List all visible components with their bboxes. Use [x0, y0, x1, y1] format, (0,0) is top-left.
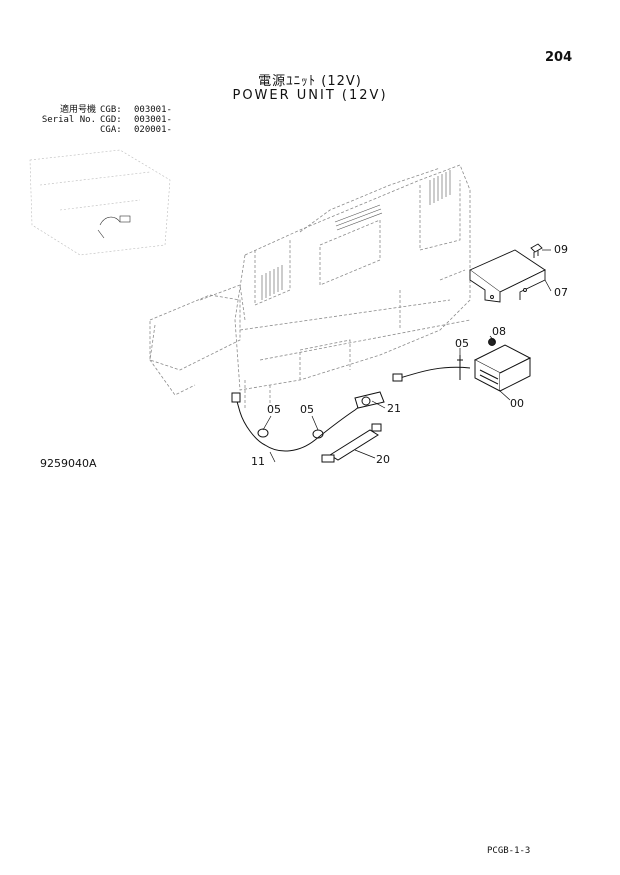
bolt-09 — [530, 243, 543, 258]
grille — [261, 170, 451, 300]
footer-code: PCGB-1-3 — [487, 846, 531, 856]
model-code: CGB: — [100, 105, 122, 115]
page-title: POWER UNIT (12V) — [232, 88, 388, 103]
serial-value: 020001- — [134, 125, 172, 135]
page-title-japanese: 電源ﾕﾆｯﾄ (12V) — [258, 74, 362, 89]
figure-id: 9259040A — [40, 457, 97, 470]
fuse-harness-20 — [321, 423, 382, 463]
page-number: 204 — [545, 50, 573, 65]
harness-11 — [231, 391, 385, 452]
callout-05: 05 — [267, 403, 281, 416]
model-code: CGA: — [100, 125, 122, 135]
serial-label: 適用号機 — [59, 105, 96, 115]
callout-08: 08 — [492, 325, 506, 338]
serial-row: Serial No. CGD: 003001- — [40, 115, 172, 125]
serial-number-block: 適用号機 CGB: 003001- Serial No. CGD: 003001… — [40, 105, 172, 135]
bracket-07 — [469, 249, 546, 303]
serial-value: 003001- — [134, 105, 172, 115]
machine-frame — [149, 164, 471, 410]
power-unit-00 — [473, 344, 532, 392]
serial-row: 適用号機 CGB: 003001- — [40, 105, 172, 115]
key-thumbnail — [29, 149, 171, 256]
serial-label: Serial No. — [41, 115, 96, 125]
callout-21: 21 — [387, 402, 401, 415]
model-code: CGD: — [100, 115, 122, 125]
wire-harness — [392, 355, 471, 382]
serial-value: 003001- — [134, 115, 172, 125]
callout-05: 05 — [455, 337, 469, 350]
callout-20: 20 — [376, 453, 390, 466]
callout-07: 07 — [554, 286, 568, 299]
leader-lines — [262, 249, 552, 463]
callout-11: 11 — [251, 455, 265, 468]
callout-05: 05 — [300, 403, 314, 416]
nut-08 — [488, 338, 496, 346]
callout-00: 00 — [510, 397, 524, 410]
callout-09: 09 — [554, 243, 568, 256]
serial-row: CGA: 020001- — [40, 125, 172, 135]
